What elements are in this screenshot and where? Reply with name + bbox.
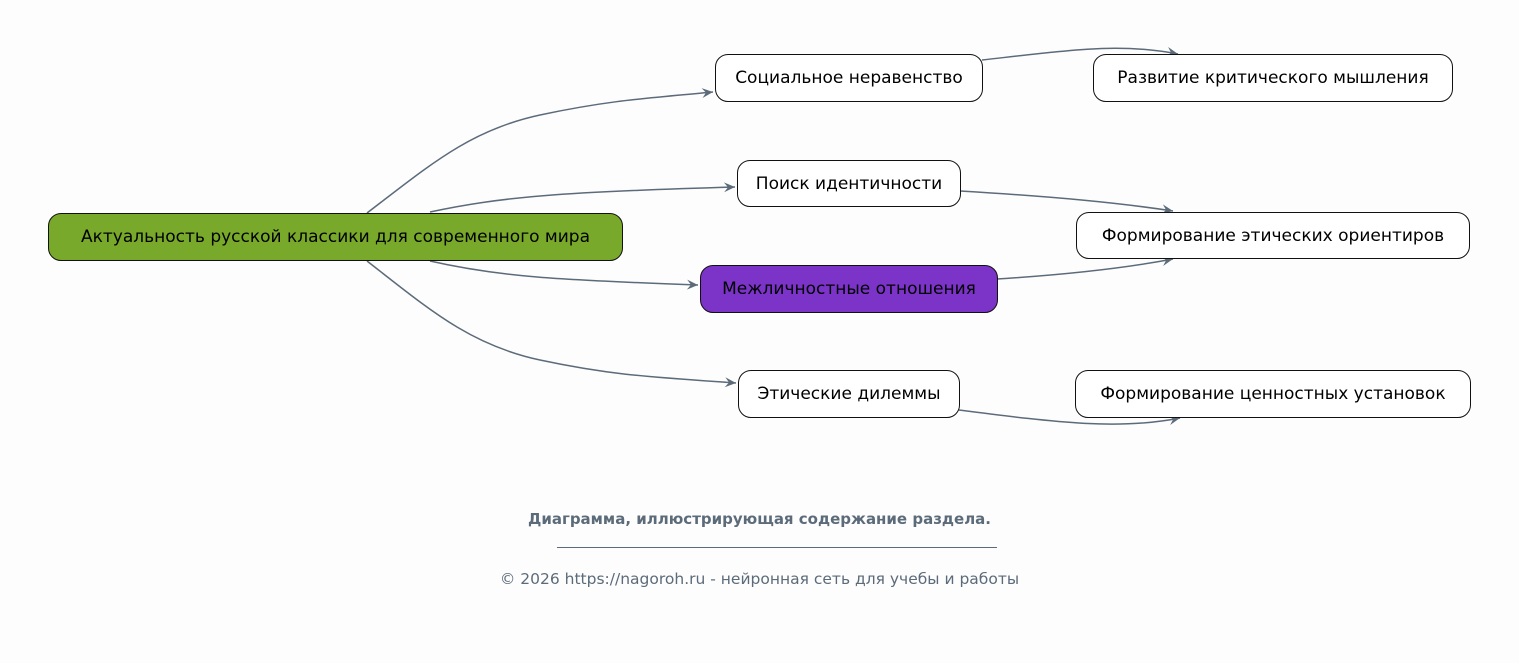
node-interpersonal-relations[interactable]: Межличностные отношения xyxy=(700,265,998,313)
edge-relations-ethical-orient xyxy=(996,256,1174,280)
node-ethical-dilemmas[interactable]: Этические дилеммы xyxy=(738,370,960,418)
node-value-formation[interactable]: Формирование ценностных установок xyxy=(1075,370,1471,418)
divider xyxy=(557,547,997,548)
node-root[interactable]: Актуальность русской классики для соврем… xyxy=(48,213,623,261)
diagram-caption: Диаграмма, иллюстрирующая содержание раз… xyxy=(527,510,991,528)
edge-root-social xyxy=(366,88,714,214)
footer-copyright: © 2026 https://nagoroh.ru - нейронная се… xyxy=(499,570,1020,588)
edge-identity-ethical-orient xyxy=(959,190,1174,215)
edge-root-ethics xyxy=(366,260,737,388)
edge-root-identity xyxy=(429,182,736,213)
edge-root-relations xyxy=(429,260,699,290)
node-ethical-orientation[interactable]: Формирование этических ориентиров xyxy=(1076,212,1470,259)
edge-ethics-values xyxy=(958,409,1181,426)
node-critical-thinking[interactable]: Развитие критического мышления xyxy=(1093,54,1453,102)
node-identity-search[interactable]: Поиск идентичности xyxy=(737,160,961,207)
edge-social-critical xyxy=(981,47,1179,61)
node-social-inequality[interactable]: Социальное неравенство xyxy=(715,54,983,102)
